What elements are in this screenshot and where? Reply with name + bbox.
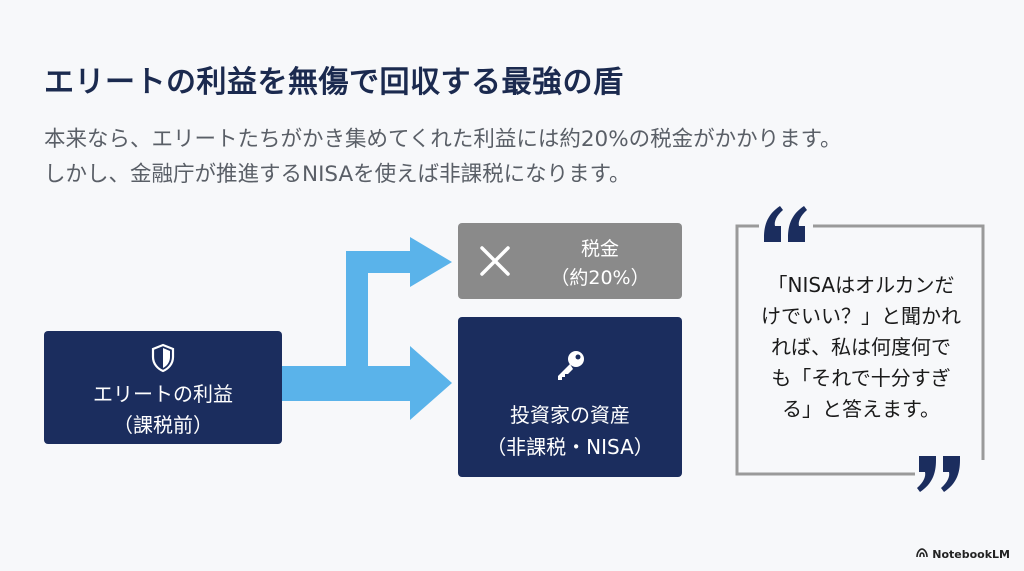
tax-box: 税金 （約20%） (458, 223, 682, 299)
quote-line: も「それで十分すぎ (771, 366, 951, 390)
tax-label: 税金 (580, 238, 619, 260)
shield-icon (44, 343, 282, 373)
open-quote-icon (764, 206, 807, 242)
tax-rate-label: （約20%） (550, 267, 650, 289)
quote-frame (735, 224, 985, 476)
pretax-profit-box: エリートの利益 （課税前） (44, 331, 282, 444)
arrow-to-asset (282, 346, 452, 420)
slide-title: エリートの利益を無傷で回収する最強の盾 (44, 65, 624, 100)
pretax-profit-sublabel: （課税前） (113, 413, 213, 437)
quote-line: れば、私は何度何で (771, 335, 951, 359)
quote-callout: 「NISAはオルカンだ けでいい？」と聞かれ れば、私は何度何で も「それで十分… (735, 224, 985, 476)
brand-watermark: NotebookLM (916, 548, 1010, 562)
arrow-trunk (346, 251, 368, 366)
quote-line: る」と答えます。 (782, 397, 940, 421)
pretax-profit-label: エリートの利益 (93, 382, 233, 406)
close-quote-icon (917, 456, 960, 492)
x-icon (480, 246, 510, 276)
brand-label: NotebookLM (932, 547, 1010, 561)
subtitle-line-2: しかし、金融庁が推進するNISAを使えば非課税になります。 (44, 162, 631, 187)
quote-line: 「NISAはオルカンだ (767, 273, 955, 297)
quote-line: けでいい？」と聞かれ (761, 304, 961, 328)
investor-asset-box: 投資家の資産 （非課税・NISA） (458, 317, 682, 477)
subtitle-line-1: 本来なら、エリートたちがかき集めてくれた利益には約20%の税金がかかります。 (44, 127, 842, 152)
investor-asset-sublabel: （非課税・NISA） (486, 435, 654, 459)
key-icon (458, 347, 682, 383)
notebooklm-logo-icon (916, 548, 929, 561)
quote-text: 「NISAはオルカンだ けでいい？」と聞かれ れば、私は何度何で も「それで十分… (751, 270, 971, 425)
investor-asset-label: 投資家の資産 (510, 403, 630, 427)
